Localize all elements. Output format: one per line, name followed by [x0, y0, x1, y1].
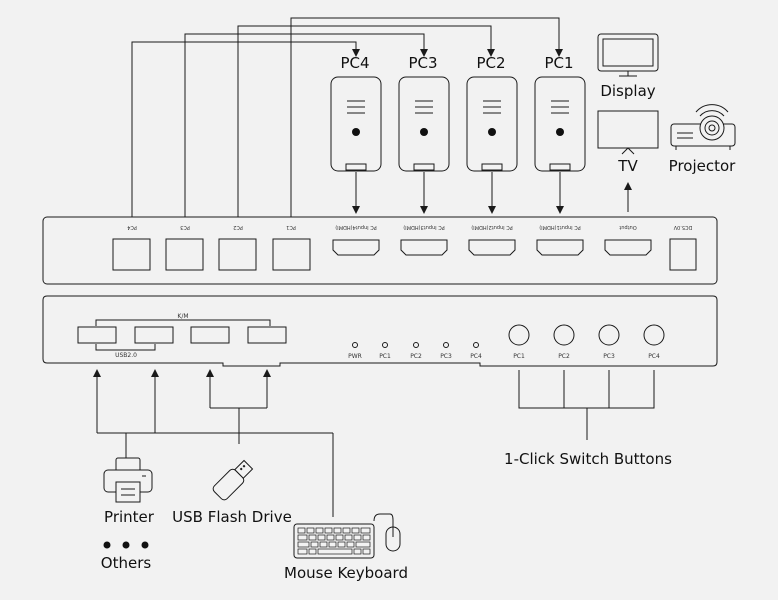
hdmi-input1-label: PC Input1(HDMI): [539, 224, 581, 230]
rear-usb-pc1-label: PC1: [286, 224, 296, 230]
usb-flash-drive-label: USB Flash Drive: [172, 508, 292, 526]
switch-button-pc4-label: PC4: [648, 353, 660, 360]
rear-usb-pc4-label: PC4: [127, 224, 137, 230]
mouse-keyboard-device: Mouse Keyboard: [284, 513, 408, 582]
printer-device: Printer: [103, 457, 155, 526]
usb-flash-drive-icon: [212, 459, 254, 501]
switch-button-pc2[interactable]: [553, 324, 575, 346]
hdmi-input3-port: PC Input3(HDMI): [400, 224, 448, 256]
led-pc4: [473, 342, 479, 348]
km-label: K/M: [177, 313, 188, 320]
led-pc3: [443, 342, 449, 348]
led-pc2-label: PC2: [410, 353, 422, 360]
dc-power-label: DC5.0V: [673, 224, 692, 230]
hdmi-input4-label: PC Input4(HDMI): [335, 224, 377, 230]
hdmi-output-port: Output: [604, 224, 652, 256]
pc3-label: PC3: [408, 54, 437, 72]
rear-usb-pc1-port: [272, 238, 311, 271]
rear-usb-pc2-port: [218, 238, 257, 271]
others-label: Others: [101, 554, 152, 572]
pc4-label: PC4: [340, 54, 369, 72]
dc-power-port: DC5.0V: [669, 224, 697, 271]
mouse-keyboard-label: Mouse Keyboard: [284, 564, 408, 582]
rear-usb-pc4-port: [112, 238, 151, 271]
pc2-label: PC2: [476, 54, 505, 72]
led-pwr-label: PWR: [348, 353, 362, 360]
usb20-label: USB2.0: [115, 352, 137, 359]
led-pc3-label: PC3: [440, 353, 452, 360]
monitor-icon: [597, 33, 659, 77]
hdmi-input4-port: PC Input4(HDMI): [332, 224, 380, 256]
rear-usb-pc2-label: PC2: [233, 224, 243, 230]
display-device: Display: [597, 33, 659, 100]
rear-usb-pc3-port: [165, 238, 204, 271]
front-usb-port-2: [134, 326, 174, 344]
front-usb-port-3: [190, 326, 230, 344]
computer-tower-icon: [398, 76, 450, 172]
switch-button-pc3[interactable]: [598, 324, 620, 346]
projector-device: Projector: [669, 104, 736, 175]
hdmi-input2-label: PC Input2(HDMI): [471, 224, 513, 230]
keyboard-icon: [293, 523, 375, 559]
printer-icon: [103, 457, 153, 503]
pc4-tower: [330, 76, 382, 172]
switch-button-pc1[interactable]: [508, 324, 530, 346]
usb-flash-drive-device: USB Flash Drive: [172, 459, 292, 526]
switch-button-pc4[interactable]: [643, 324, 665, 346]
led-pc1: [382, 342, 388, 348]
hdmi-output-label: Output: [619, 224, 636, 230]
peripheral-routing-lines: [93, 369, 655, 517]
hdmi-input3-label: PC Input3(HDMI): [403, 224, 445, 230]
rear-panel: PC4 PC3 PC2 PC1 PC Input4(HDMI) PC Input…: [42, 216, 718, 285]
display-label: Display: [600, 82, 655, 100]
front-usb-port-4: [247, 326, 287, 344]
hdmi-input2-port: PC Input2(HDMI): [468, 224, 516, 256]
switch-button-pc1-label: PC1: [513, 353, 525, 360]
front-panel: K/M USB2.0 PWR PC1 PC2 PC3 PC4 PC1 PC2 P…: [42, 295, 718, 367]
led-pc2: [413, 342, 419, 348]
projector-icon: [670, 104, 736, 150]
tv-icon: [597, 110, 659, 155]
led-pwr: [352, 342, 358, 348]
usb-routing-lines: [131, 17, 563, 240]
ellipsis-icon: [103, 541, 149, 549]
computer-tower-icon: [466, 76, 518, 172]
hdmi-input1-port: PC Input1(HDMI): [536, 224, 584, 256]
mouse-icon: [373, 513, 401, 552]
computer-tower-icon: [330, 76, 382, 172]
front-usb-port-1: [77, 326, 117, 344]
pc1-label: PC1: [544, 54, 573, 72]
led-pc1-label: PC1: [379, 353, 391, 360]
pc3-tower: [398, 76, 450, 172]
switch-button-pc3-label: PC3: [603, 353, 615, 360]
switch-buttons-label: 1-Click Switch Buttons: [504, 450, 672, 468]
hdmi-routing-lines: [352, 172, 632, 214]
switch-button-pc2-label: PC2: [558, 353, 570, 360]
pc1-tower: [534, 76, 586, 172]
projector-label: Projector: [669, 157, 736, 175]
printer-label: Printer: [104, 508, 155, 526]
computer-tower-icon: [534, 76, 586, 172]
pc2-tower: [466, 76, 518, 172]
led-pc4-label: PC4: [470, 353, 482, 360]
tv-label: TV: [617, 157, 638, 175]
rear-usb-pc3-label: PC3: [180, 224, 190, 230]
tv-device: TV: [597, 110, 659, 175]
others-device: Others: [101, 541, 152, 572]
